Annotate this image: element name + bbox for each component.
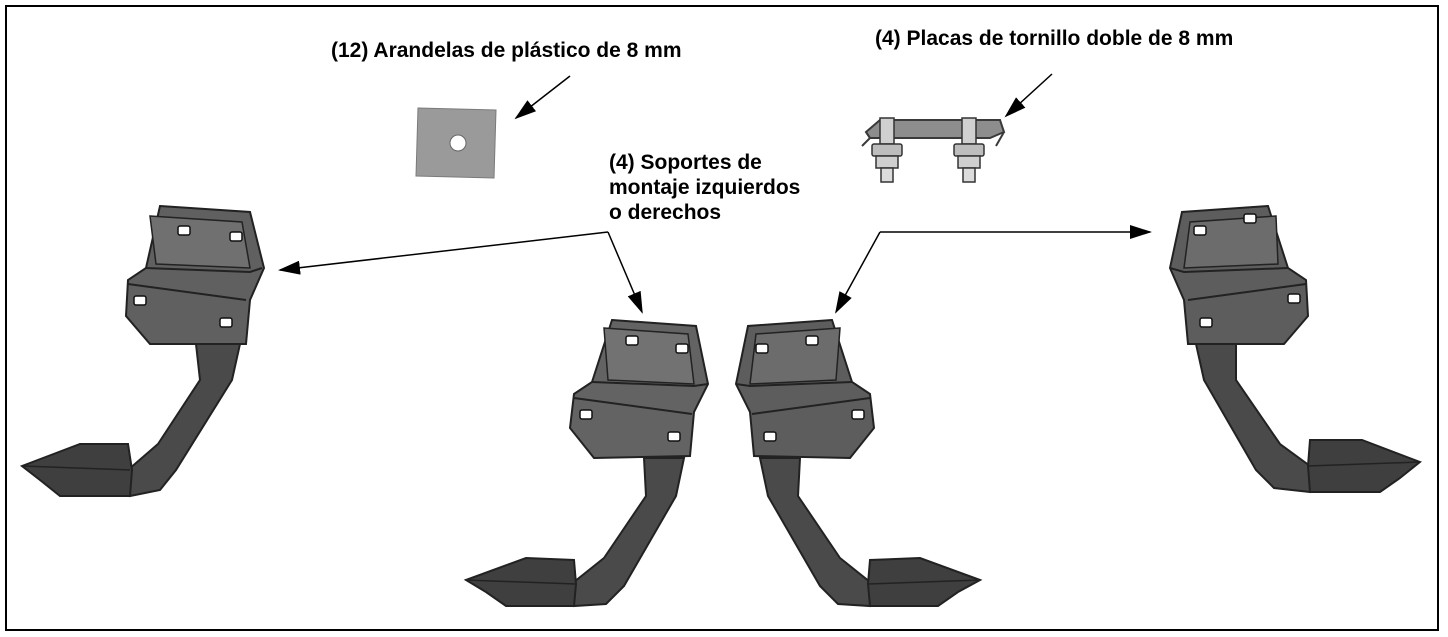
brackets-label: (4) Soportes de montaje izquierdos o der…: [609, 150, 879, 225]
washers-label: (12) Arandelas de plástico de 8 mm: [331, 39, 682, 62]
double-bolt-plate: [861, 117, 1006, 183]
callout-arrows: [278, 73, 1152, 314]
arrow-washer: [514, 75, 571, 120]
arrow-bracket-2: [607, 231, 643, 314]
brackets-label-line-2: montaje izquierdos: [609, 176, 801, 199]
mounting-bracket-2: [463, 318, 710, 608]
mounting-bracket-3: [734, 318, 983, 608]
brackets-label-line-1: (4) Soportes de: [609, 151, 762, 174]
plastic-washer: [415, 107, 497, 179]
plates-label: (4) Placas de tornillo doble de 8 mm: [875, 27, 1234, 50]
mounting-bracket-4: [1168, 204, 1422, 494]
arrow-plate: [1004, 73, 1053, 118]
brackets-label-line-3: o derechos: [609, 201, 722, 224]
diagram-frame: [5, 5, 1439, 631]
arrow-bracket-3: [835, 231, 881, 314]
mounting-bracket-1: [19, 204, 266, 498]
arrow-bracket-1: [278, 231, 609, 275]
